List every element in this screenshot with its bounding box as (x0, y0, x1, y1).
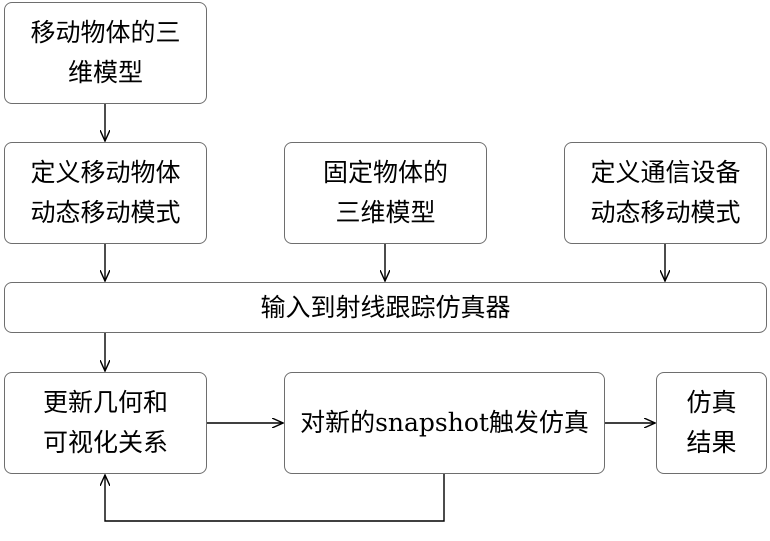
box-define-device-pattern-label: 定义通信设备 动态移动模式 (590, 158, 741, 227)
box-update-geometry: 更新几何和 可视化关系 (4, 372, 207, 474)
box-simulation-result: 仿真 结果 (656, 372, 767, 474)
box-moving-object-3d-model-label: 移动物体的三 维模型 (30, 18, 181, 87)
box-fixed-object-3d-model-label: 固定物体的 三维模型 (322, 158, 448, 227)
box-define-moving-object-pattern: 定义移动物体 动态移动模式 (4, 142, 207, 244)
arrow-feedback-loop (105, 474, 445, 522)
box-trigger-simulation: 对新的snapshot触发仿真 (284, 372, 605, 474)
box-moving-object-3d-model: 移动物体的三 维模型 (4, 2, 207, 104)
box-ray-tracing-simulator-label: 输入到射线跟踪仿真器 (260, 292, 511, 322)
box-update-geometry-label: 更新几何和 可视化关系 (42, 388, 168, 457)
box-simulation-result-label: 仿真 结果 (686, 388, 737, 457)
box-ray-tracing-simulator: 输入到射线跟踪仿真器 (4, 282, 767, 333)
box-define-moving-object-pattern-label: 定义移动物体 动态移动模式 (30, 158, 181, 227)
box-fixed-object-3d-model: 固定物体的 三维模型 (284, 142, 487, 244)
box-define-device-pattern: 定义通信设备 动态移动模式 (564, 142, 767, 244)
box-trigger-simulation-label: 对新的snapshot触发仿真 (300, 408, 589, 437)
